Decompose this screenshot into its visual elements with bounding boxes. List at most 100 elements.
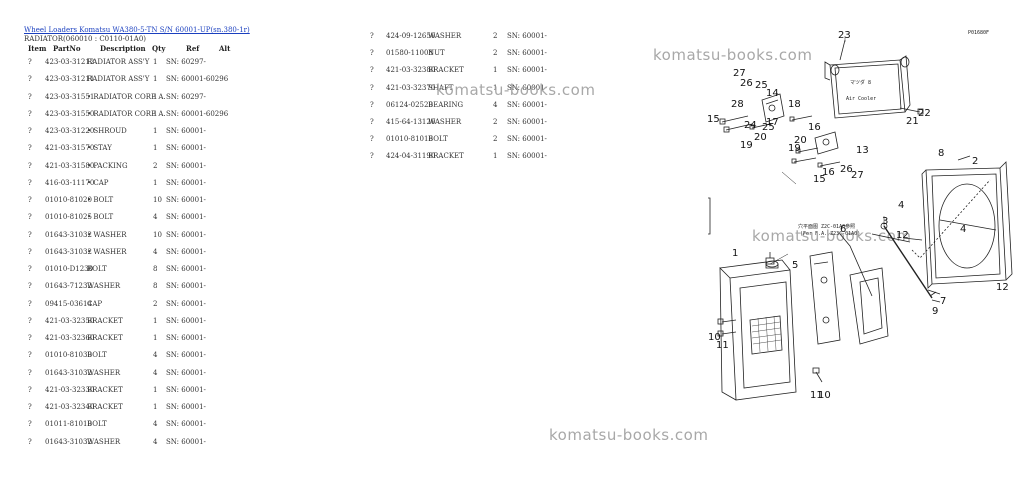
cell-partno: 421-03-32350: [45, 316, 95, 325]
cell-qty: 4: [153, 247, 158, 256]
air-cooler-guard: マツダ 8 Air Cooler: [824, 55, 911, 119]
cell-item: ?: [28, 247, 32, 256]
cell-item: ?: [28, 437, 32, 446]
cell-partno: 423-03-31220: [45, 127, 95, 136]
cell-item: ?: [370, 152, 374, 161]
cell-ref: SN: 60001-: [166, 161, 206, 170]
cell-qty: 1: [493, 66, 498, 75]
cell-qty: 1: [153, 178, 158, 187]
cell-description: • BOLT: [87, 196, 114, 205]
cell-qty: 1: [153, 385, 158, 394]
cell-qty: 1: [153, 334, 158, 343]
diagram-note-line2: (For F.A. Z23C-01A0): [800, 231, 860, 237]
cell-partno: 01643-31032: [45, 437, 92, 446]
cell-ref: SN: 60001-60296: [166, 109, 229, 118]
callout-8: 8: [938, 148, 944, 159]
cell-item: ?: [28, 109, 32, 118]
watermark: komatsu-books.com: [436, 81, 596, 99]
cell-item: ?: [370, 49, 374, 58]
cell-item: ?: [28, 127, 32, 136]
stay-bracket-upper: [761, 93, 839, 155]
cell-ref: SN: 60001-: [166, 351, 206, 360]
column-header-alt: Alt: [219, 44, 231, 53]
cell-partno: 423-03-31550: [45, 109, 95, 118]
cell-description: BRACKET: [428, 66, 464, 75]
cell-item: ?: [28, 92, 32, 101]
column-header-ref: Ref: [186, 44, 200, 53]
cell-item: ?: [370, 83, 374, 92]
cell-partno: 423-03-31212: [45, 58, 95, 66]
cell-description: RADIATOR ASS'Y: [87, 75, 150, 84]
column-header-item: Item: [28, 44, 47, 53]
cell-partno: 09415-03614: [45, 299, 92, 308]
cell-item: ?: [28, 316, 32, 325]
cell-partno: 421-03-31580: [45, 161, 95, 170]
cell-item: ?: [370, 118, 374, 126]
callout-9: 9: [932, 306, 938, 317]
cell-qty: 1: [153, 92, 158, 101]
cell-ref: SN: 60001-: [166, 247, 206, 256]
callout-13: 13: [856, 145, 869, 156]
cell-qty: 4: [153, 437, 158, 446]
cell-ref: SN: 60001-: [166, 282, 206, 291]
cell-item: ?: [28, 213, 32, 222]
cell-partno: 01010-81025: [45, 213, 92, 222]
cell-ref: SN: 60001-: [507, 32, 547, 40]
bolt-group-lower: [717, 155, 971, 383]
page-subtitle: RADIATOR(060010 : C0110-01A0): [24, 35, 146, 43]
cell-description: BOLT: [428, 135, 448, 144]
cell-description: WASHER: [87, 437, 121, 446]
cell-item: ?: [28, 282, 32, 291]
cell-qty: 2: [493, 118, 498, 126]
breadcrumb-link[interactable]: Wheel Loaders Komatsu WA380-5-TN S/N 600…: [24, 26, 250, 34]
cell-qty: 10: [153, 230, 162, 239]
cell-description: WASHER: [87, 282, 121, 291]
callout-21: 21: [906, 116, 919, 127]
cell-ref: SN: 60001-: [166, 420, 206, 429]
cell-partno: 01010-81030: [45, 351, 92, 360]
cell-description: BEARING: [428, 100, 464, 109]
cell-partno: 06124-02520: [386, 100, 433, 109]
cell-item: ?: [370, 135, 374, 144]
callout-24: 24: [744, 120, 757, 131]
cell-partno: 423-03-31211: [45, 75, 95, 84]
cell-partno: 421-03-32360: [45, 334, 95, 343]
cell-description: • RADIATOR CORE A.: [87, 92, 166, 101]
cell-ref: SN: 60001-: [166, 403, 206, 412]
callout-15: 15: [707, 114, 720, 125]
cell-ref: SN: 60001-: [507, 66, 547, 75]
cell-partno: 01643-31032: [45, 230, 92, 239]
cell-item: ?: [28, 403, 32, 412]
watermark: komatsu-books.com: [653, 46, 813, 64]
bolt-group-upper: [719, 107, 924, 168]
callout-10: 10: [708, 332, 721, 343]
cell-qty: 1: [153, 316, 158, 325]
callout-11: 11: [716, 340, 729, 351]
cell-description: BOLT: [87, 351, 107, 360]
cell-qty: 2: [493, 32, 498, 40]
cell-ref: SN: 60297-: [166, 92, 206, 101]
cell-partno: 01010-81016: [386, 135, 433, 144]
cell-qty: 4: [153, 213, 158, 222]
cell-item: ?: [28, 299, 32, 308]
callout-16: 16: [822, 167, 835, 178]
cell-ref: SN: 60001-: [166, 437, 206, 446]
cell-item: ?: [370, 100, 374, 109]
diagram-note-line1: 穴平面图 Z2C-01A0参照: [798, 223, 855, 230]
cell-partno: 01010-D1230: [45, 265, 94, 274]
cell-item: ?: [28, 334, 32, 343]
cell-qty: 1: [153, 109, 158, 118]
callout-20: 20: [754, 132, 767, 143]
cell-description: • CAP: [87, 178, 109, 187]
cell-partno: 01011-81010: [45, 420, 92, 429]
callout-22: 22: [918, 108, 931, 119]
callout-16: 16: [808, 122, 821, 133]
radiator-core: [719, 252, 797, 401]
callout-11: 11: [810, 390, 823, 401]
cell-ref: SN: 60001-: [507, 152, 547, 161]
cell-qty: 8: [153, 265, 158, 274]
cell-ref: SN: 60001-: [166, 265, 206, 274]
cell-qty: 1: [493, 83, 498, 92]
cell-partno: 01010-81020: [45, 196, 92, 205]
callout-19: 19: [788, 143, 801, 154]
